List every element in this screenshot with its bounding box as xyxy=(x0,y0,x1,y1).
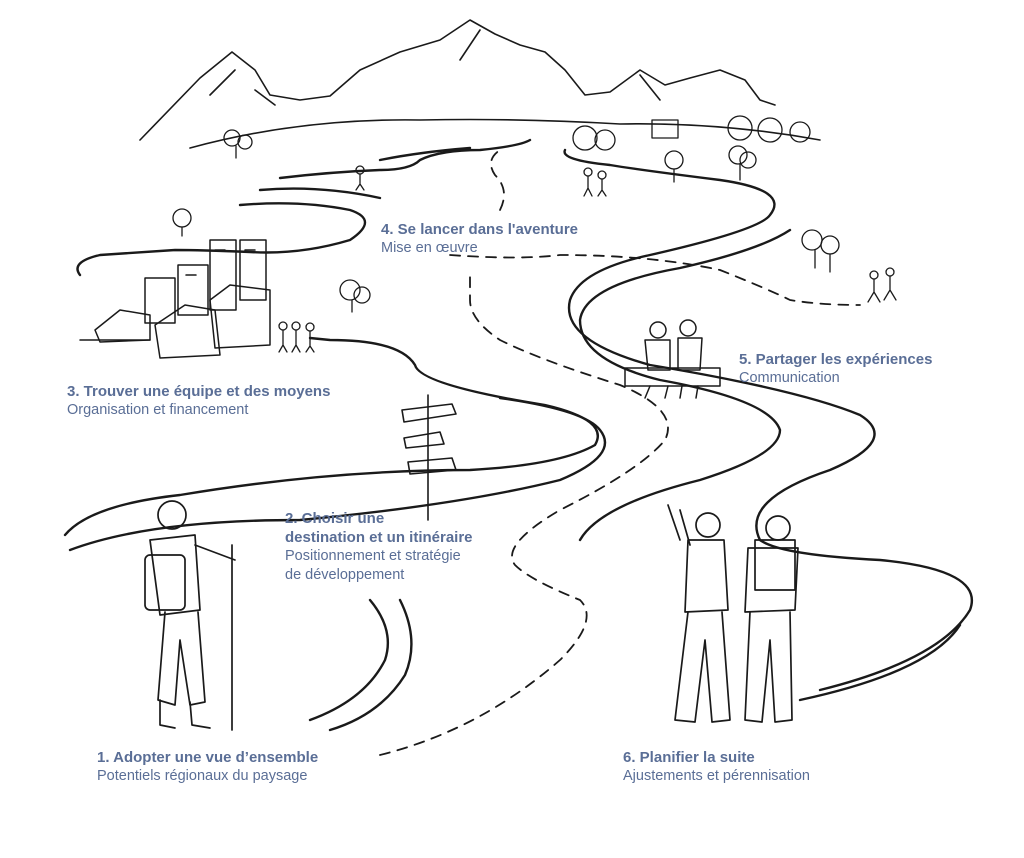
step-3-label: 3. Trouver une équipe et des moyens Orga… xyxy=(67,382,330,420)
step-6-subtitle: Ajustements et pérennisation xyxy=(623,768,810,784)
step-3-subtitle: Organisation et financement xyxy=(67,402,249,418)
step-4-subtitle: Mise en œuvre xyxy=(381,240,478,256)
step-4-title: 4. Se lancer dans l'aventure xyxy=(381,221,578,238)
trees xyxy=(172,115,840,313)
dashed-trail xyxy=(379,149,861,756)
step-6-label: 6. Planifier la suite Ajustements et pér… xyxy=(623,748,810,786)
distant-walkers xyxy=(278,165,897,353)
step-1-title: 1. Adopter une vue d’ensemble xyxy=(97,749,319,766)
step-5-title: 5. Partager les expériences xyxy=(739,351,933,368)
step-5-subtitle: Communication xyxy=(739,370,840,386)
sitting-hikers xyxy=(624,319,721,399)
mountains xyxy=(139,19,821,149)
step-5-label: 5. Partager les expériences Communicatio… xyxy=(739,350,932,388)
hiker-with-stick xyxy=(144,500,236,731)
step-6-title: 6. Planifier la suite xyxy=(623,749,755,766)
step-2-label: 2. Choisir une destination et un itinéra… xyxy=(285,509,473,585)
village xyxy=(79,239,271,359)
step-4-label: 4. Se lancer dans l'aventure Mise en œuv… xyxy=(381,220,578,258)
signpost xyxy=(401,394,457,521)
step-2-subtitle-line1: Positionnement et stratégie xyxy=(285,548,461,564)
two-hikers xyxy=(667,504,799,723)
step-1-label: 1. Adopter une vue d’ensemble Potentiels… xyxy=(97,748,318,786)
step-2-title-line2: destination et un itinéraire xyxy=(285,529,473,546)
step-3-title: 3. Trouver une équipe et des moyens xyxy=(67,383,331,400)
step-2-subtitle-line2: de développement xyxy=(285,567,405,583)
step-2-title-line1: 2. Choisir une xyxy=(285,510,385,527)
step-1-subtitle: Potentiels régionaux du paysage xyxy=(97,768,308,784)
roads xyxy=(63,138,973,732)
